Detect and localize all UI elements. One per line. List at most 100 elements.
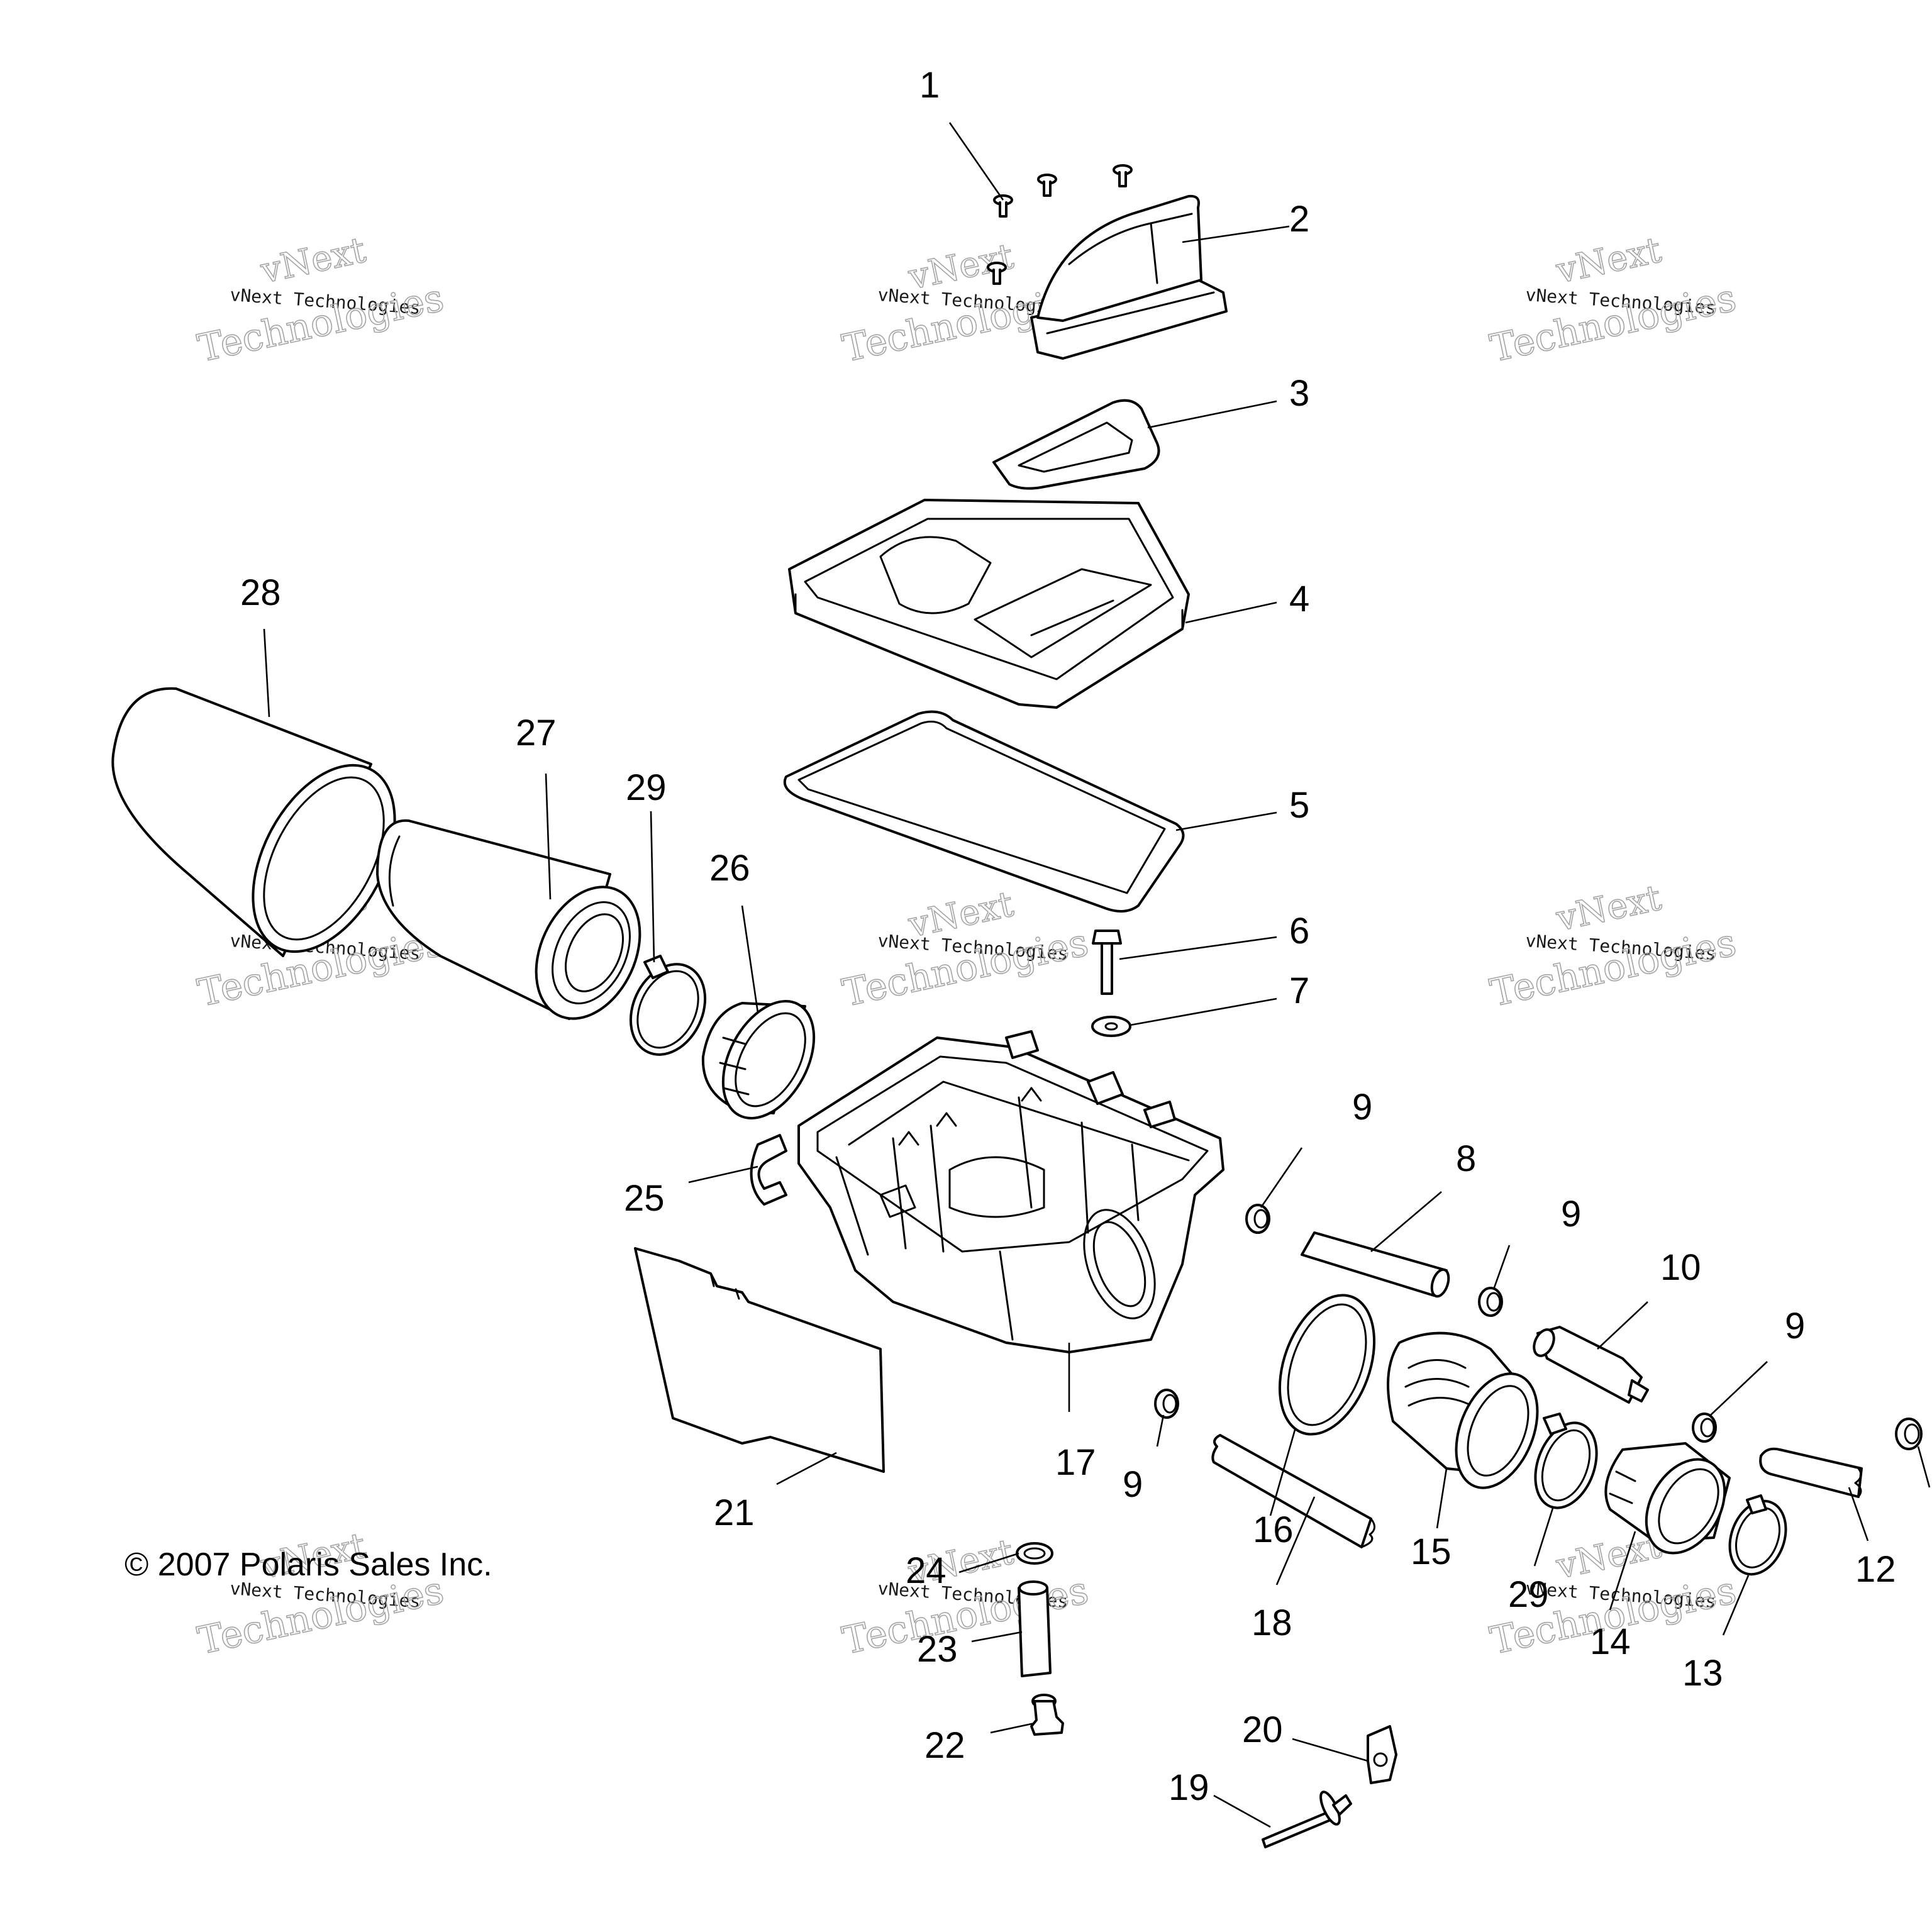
callout-20: 20 [1242, 1709, 1283, 1750]
part-20-clip [1367, 1725, 1397, 1784]
part-12-hose [1759, 1447, 1863, 1498]
part-1-screws [987, 164, 1133, 285]
part-6-bolt [1092, 930, 1122, 995]
part-27-air-filter [376, 819, 641, 1020]
watermark-large-top: vNext [1552, 877, 1665, 940]
callout-5: 5 [1289, 785, 1309, 826]
leader-9b [1492, 1245, 1511, 1290]
part-21-panel [634, 1247, 885, 1473]
part-9-clamp-a [1245, 1204, 1270, 1234]
watermark-bottom-center: vNext vNext Technologies Technologies [838, 1531, 1093, 1663]
part-29-clamp-lower [1534, 1413, 1598, 1509]
part-16-o-ring [1278, 1294, 1376, 1436]
callout-9a: 9 [1352, 1087, 1372, 1128]
watermark-large-top: vNext [257, 230, 369, 292]
callout-9c: 9 [1123, 1464, 1143, 1505]
part-23-drain-tube [1018, 1580, 1052, 1677]
callout-24: 24 [906, 1550, 947, 1591]
callout-13: 13 [1682, 1653, 1723, 1694]
screw-icon [1113, 164, 1133, 187]
part-22-drain-valve [1030, 1694, 1064, 1736]
watermark-top-right: vNext vNext Technologies Technologies [1486, 229, 1741, 371]
part-14-coupler [1604, 1442, 1731, 1555]
leader-15 [1436, 1468, 1448, 1529]
part-17-airbox-base [797, 1030, 1224, 1353]
leader-9c [1156, 1414, 1165, 1447]
callout-27: 27 [516, 713, 557, 753]
leader-21 [776, 1452, 837, 1485]
callout-6: 6 [1289, 911, 1309, 952]
leader-29b [1533, 1506, 1555, 1567]
leader-12 [1848, 1487, 1869, 1541]
leader-29a [650, 811, 655, 963]
part-18-hose [1211, 1434, 1375, 1548]
part-24-clamp [1016, 1542, 1053, 1565]
callout-29a: 29 [626, 767, 667, 808]
callout-8: 8 [1456, 1138, 1476, 1179]
watermark-mid-right: vNext vNext Technologies Technologies [1486, 877, 1741, 1016]
part-7-washer [1091, 1016, 1131, 1037]
part-19-push-pin [1262, 1790, 1352, 1848]
leader-8 [1370, 1191, 1442, 1252]
part-11-clamp-edge [1895, 1418, 1923, 1450]
callout-1: 1 [919, 65, 940, 106]
callout-21: 21 [714, 1492, 755, 1533]
callout-29b: 29 [1508, 1574, 1549, 1615]
leader-4 [1185, 601, 1277, 624]
leader-5 [1175, 811, 1277, 831]
leader-19 [1213, 1794, 1271, 1828]
leader-3 [1147, 400, 1277, 429]
callout-25: 25 [624, 1178, 665, 1219]
watermark-large-bottom: Technologies [1487, 921, 1740, 1016]
leader-14 [1609, 1531, 1636, 1611]
part-15-intake-boot [1387, 1331, 1539, 1489]
callout-14: 14 [1590, 1621, 1631, 1662]
callout-16: 16 [1253, 1509, 1294, 1550]
callout-numbers: 1 2 3 4 5 6 7 8 9 9 9 9 10 12 13 14 15 1… [240, 65, 1896, 1808]
part-13-clamp [1728, 1494, 1787, 1576]
leader-11 [1917, 1446, 1931, 1488]
part-4-airbox-cover [788, 499, 1190, 709]
leader-13 [1722, 1575, 1750, 1636]
leader-2 [1182, 225, 1290, 243]
callout-10: 10 [1660, 1247, 1701, 1288]
watermark-large-bottom: Technologies [839, 1568, 1092, 1663]
callout-12: 12 [1855, 1549, 1896, 1590]
callout-17: 17 [1055, 1442, 1096, 1483]
leader-7 [1130, 997, 1277, 1026]
callout-3: 3 [1289, 373, 1309, 414]
part-9-clamp-d [1692, 1413, 1717, 1443]
leader-lines [263, 122, 1931, 1828]
watermark-mid-center: vNext vNext Technologies Technologies [838, 883, 1093, 1016]
callout-4: 4 [1289, 579, 1309, 619]
callout-18: 18 [1252, 1602, 1292, 1643]
leader-9d [1710, 1361, 1768, 1416]
leader-20 [1292, 1738, 1368, 1762]
part-8-tube [1301, 1231, 1450, 1298]
callout-2: 2 [1289, 199, 1309, 240]
screw-icon [1037, 174, 1057, 197]
leader-25 [688, 1165, 758, 1184]
part-29-clamp-upper [629, 955, 707, 1056]
leader-16 [1269, 1427, 1297, 1516]
watermark-large-bottom: Technologies [839, 921, 1092, 1016]
part-9-clamp-c [1154, 1389, 1179, 1419]
callout-26: 26 [709, 848, 750, 889]
leader-24 [958, 1552, 1019, 1574]
leader-23 [971, 1631, 1023, 1643]
leader-22 [990, 1722, 1035, 1734]
leader-27 [545, 773, 552, 900]
copyright-text: © 2007 Polaris Sales Inc. [125, 1546, 492, 1583]
leader-28 [263, 628, 270, 718]
leader-6 [1119, 936, 1277, 960]
callout-28: 28 [240, 572, 281, 613]
part-2-intake-scoop [1030, 194, 1228, 360]
callout-19: 19 [1169, 1767, 1209, 1808]
leader-9a [1260, 1147, 1303, 1208]
callout-22: 22 [924, 1725, 965, 1766]
callout-23: 23 [917, 1629, 958, 1670]
part-9-clamp-b [1478, 1287, 1503, 1317]
part-10-inline-filter [1533, 1326, 1649, 1404]
callout-7: 7 [1289, 970, 1309, 1011]
